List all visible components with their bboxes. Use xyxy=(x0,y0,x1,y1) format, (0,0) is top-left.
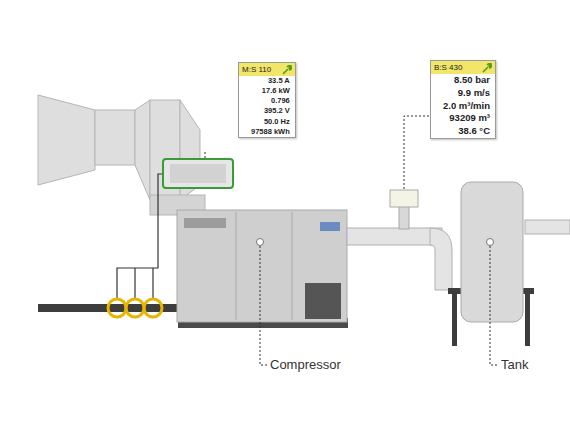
reading-value: 2.0 m³/min xyxy=(431,100,495,113)
readout-panel: M:S 11033.5 A17.6 kW0.796395.2 V50.0 Hz9… xyxy=(238,62,296,138)
leader-lines xyxy=(205,116,499,365)
reading-value: 8.50 bar xyxy=(431,74,495,87)
compressor xyxy=(177,210,347,322)
reading-value: 395.2 V xyxy=(239,106,295,116)
part-label: Compressor xyxy=(268,357,343,372)
reading-value: 9.9 m/s xyxy=(431,87,495,100)
air-duct xyxy=(38,95,205,215)
current-clamps xyxy=(108,299,162,317)
tank xyxy=(448,182,534,346)
reading-value: 50.0 Hz xyxy=(239,117,295,127)
reading-value: 97588 kWh xyxy=(239,127,295,137)
power-wires xyxy=(117,174,163,300)
air-pipe xyxy=(347,220,570,290)
reading-value: 0.796 xyxy=(239,96,295,106)
power-meter xyxy=(163,159,233,188)
reading-value: 17.6 kW xyxy=(239,86,295,96)
wrench-icon xyxy=(282,65,292,75)
readout-panel: B:S 4308.50 bar9.9 m/s2.0 m³/min93209 m³… xyxy=(430,60,496,139)
flow-sensor xyxy=(390,190,418,229)
panel-title: B:S 430 xyxy=(431,61,495,74)
reading-value: 33.5 A xyxy=(239,76,295,86)
reading-value: 93209 m³ xyxy=(431,112,495,125)
part-label: Tank xyxy=(499,357,530,372)
wrench-icon xyxy=(482,63,492,73)
reading-value: 38.6 °C xyxy=(431,125,495,138)
